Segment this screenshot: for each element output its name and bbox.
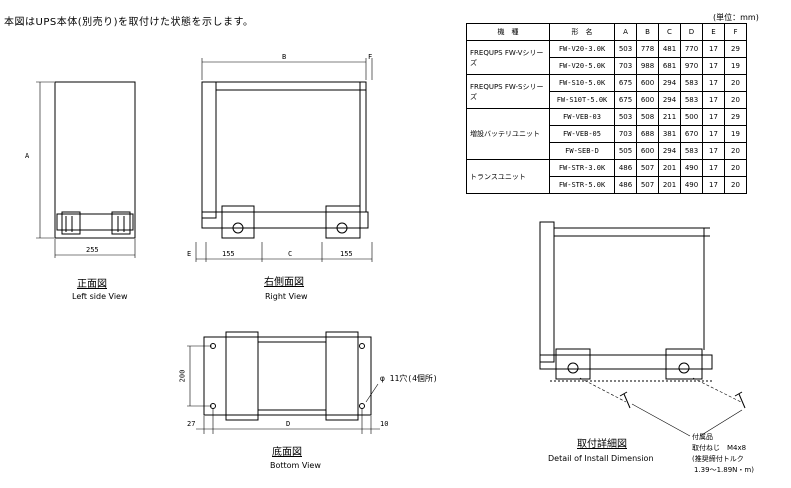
dim-label-width: 255	[86, 246, 99, 254]
wheel-right	[111, 211, 131, 235]
front-view-drawing	[36, 81, 136, 258]
accessory-torque-value: 1.39～1.89N・m)	[694, 466, 754, 474]
category-cell: FREQUPS FW-Vシリーズ	[466, 40, 550, 75]
table-row: トランスユニット FW-STR-3.0K 486 507 201 490 17 …	[466, 159, 747, 194]
dim-label-right: 155	[340, 250, 353, 258]
detail-bracket-left	[555, 348, 591, 380]
table-row: FW-STR-5.0K 486 507 201 490 17 20	[467, 176, 747, 194]
install-detail-drawing	[539, 221, 746, 437]
bottom-view-title: 底面図	[272, 447, 302, 458]
mount-hole	[359, 343, 365, 349]
dim-label-height: 200	[178, 369, 187, 383]
detail-ups-body	[539, 221, 555, 363]
front-view-subtitle: Left side View	[72, 292, 128, 301]
screw-icon	[734, 391, 746, 409]
unit-label: (単位：mm)	[713, 13, 759, 22]
page-note: 本図はUPS本体(別売り)を取付けた状態を示します。	[4, 17, 254, 28]
detail-caster-right	[678, 362, 690, 374]
model-cell: FW-STR-5.0K	[549, 176, 615, 194]
caster-left	[232, 222, 244, 234]
top-rail	[215, 81, 367, 91]
dim-label-b: B	[282, 53, 287, 61]
category-cell: トランスユニット	[466, 159, 550, 194]
wheel-left	[61, 211, 81, 235]
value-cell: 201	[658, 176, 681, 194]
table-row: FW-SEB-D 505 600 294 583 17 20	[467, 142, 747, 160]
accessory-title: 付属品	[692, 433, 713, 441]
table-row: FW-VEB-05 703 688 381 670 17 19	[467, 125, 747, 143]
dim-label-right: 10	[380, 420, 389, 428]
bottom-bracket-left	[225, 331, 259, 421]
base-frame	[56, 213, 134, 231]
category-cell: FREQUPS FW-Sシリーズ	[466, 74, 550, 109]
hole-leader	[365, 383, 379, 403]
bottom-view-drawing	[187, 331, 380, 434]
base-rail	[201, 211, 369, 229]
dim-label-e: E	[187, 250, 192, 258]
right-bracket	[325, 205, 361, 239]
table-row: FW-V20-5.0K 703 988 681 970 17 19	[467, 57, 747, 75]
install-detail-subtitle: Detail of Install Dimension	[548, 454, 654, 463]
spec-table: 機 種 形 名 A B C D E F FREQUPS FW-Vシリーズ FW-…	[466, 23, 747, 194]
left-bracket	[221, 205, 255, 239]
mount-hole	[359, 403, 365, 409]
caster-right	[336, 222, 348, 234]
bottom-bracket-right	[325, 331, 359, 421]
dim-label-d: D	[286, 420, 291, 428]
detail-base-rail	[539, 354, 713, 370]
table-header-row: 機 種 形 名 A B C D E F	[466, 23, 747, 41]
dim-label-c: C	[288, 250, 293, 258]
value-cell: 29	[724, 40, 747, 58]
table-row: FREQUPS FW-Vシリーズ FW-V20-3.0K 503 778 481…	[466, 40, 747, 75]
value-cell: 20	[724, 142, 747, 160]
install-detail-title: 取付詳細図	[577, 439, 627, 450]
detail-bracket-right	[665, 348, 703, 380]
accessory-screw: 取付ねじ M4x8	[692, 444, 747, 452]
value-cell: 20	[724, 176, 747, 194]
dim-label-a: A	[25, 152, 30, 160]
ups-body	[54, 81, 136, 239]
hole-callout: φ 11穴(4個所)	[380, 374, 438, 383]
value-cell: 486	[614, 176, 637, 194]
bottom-view-subtitle: Bottom View	[270, 461, 321, 470]
right-view-drawing	[195, 58, 373, 262]
dim-label-left: 27	[187, 420, 196, 428]
detail-caster-left	[567, 362, 579, 374]
right-view-subtitle: Right View	[265, 292, 308, 301]
screw-icon	[619, 391, 631, 409]
table-row: 増設バッテリユニット FW-VEB-03 503 508 211 500 17 …	[466, 108, 747, 160]
right-view-title: 右側面図	[264, 277, 304, 288]
bottom-outline	[203, 336, 372, 416]
ups-body-side	[201, 81, 217, 219]
front-view-title: 正面図	[77, 279, 107, 290]
dim-label-f: F	[368, 53, 373, 61]
dim-label-left: 155	[222, 250, 235, 258]
accessory-torque: (推奨締付トルク	[692, 455, 744, 463]
value-cell: 490	[680, 176, 703, 194]
table-row: FW-S10T-5.0K 675 600 294 583 17 20	[467, 91, 747, 109]
